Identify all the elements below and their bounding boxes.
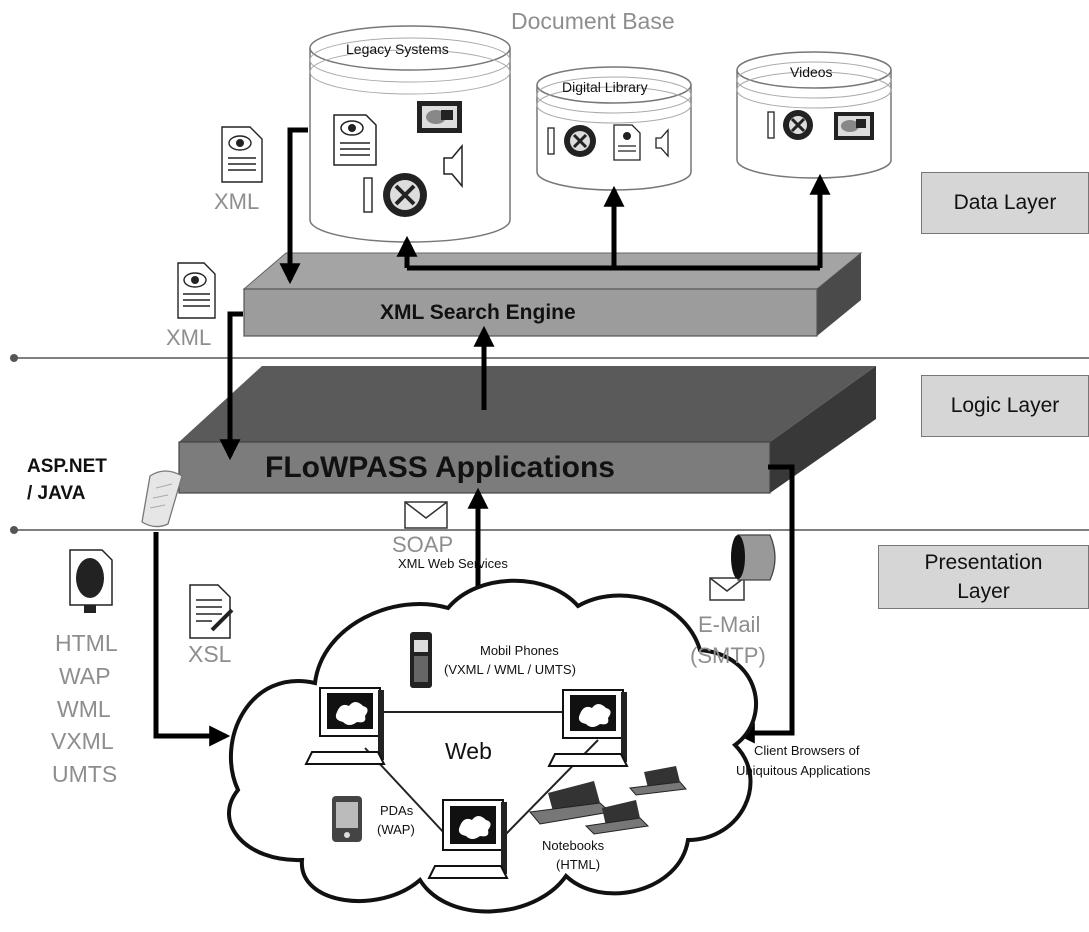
legacy-systems-label: Legacy Systems bbox=[346, 41, 449, 57]
notebooks-label: Notebooks bbox=[542, 838, 605, 853]
scroll-icon bbox=[141, 470, 183, 528]
xml-search-engine-label: XML Search Engine bbox=[380, 301, 576, 324]
xml-label-top: XML bbox=[214, 189, 260, 214]
email-envelope-icon bbox=[709, 577, 745, 601]
flowpass-applications-label: FLoWPASS Applications bbox=[265, 451, 615, 484]
speaker-icon bbox=[655, 128, 669, 158]
layer-separators bbox=[10, 354, 1089, 534]
video-reel-icon bbox=[767, 110, 813, 140]
format-html: HTML bbox=[55, 630, 118, 656]
mobile-phone-icon bbox=[410, 632, 432, 688]
notebook-icon bbox=[584, 800, 650, 835]
image-icon bbox=[834, 112, 874, 140]
pdas-label: PDAs bbox=[380, 803, 414, 818]
computer-icon bbox=[427, 799, 509, 879]
pda-icon bbox=[332, 796, 362, 842]
presentation-layer-box: Presentation Layer bbox=[878, 545, 1089, 609]
video-reel-icon bbox=[363, 173, 427, 217]
xsl-document-icon bbox=[189, 584, 234, 639]
video-reel-icon bbox=[547, 125, 596, 157]
computer-icon bbox=[547, 689, 629, 767]
videos-label: Videos bbox=[790, 64, 833, 80]
videos-database bbox=[736, 51, 892, 179]
speaker-icon bbox=[443, 143, 463, 189]
pipe-icon bbox=[731, 534, 776, 581]
soap-label: SOAP bbox=[392, 532, 454, 557]
xml-document-icon bbox=[177, 262, 216, 319]
digital-library-label: Digital Library bbox=[562, 79, 648, 95]
xml-document-icon bbox=[221, 126, 263, 183]
mobile-phones-label: Mobil Phones bbox=[480, 643, 559, 658]
legacy-systems-database bbox=[309, 25, 511, 243]
client-browsers-label: Client Browsers of bbox=[754, 743, 860, 758]
data-layer-label: Data Layer bbox=[953, 191, 1057, 215]
web-label: Web bbox=[445, 738, 492, 764]
xml-label-bottom: XML bbox=[166, 325, 212, 350]
xml-search-engine-slab bbox=[242, 252, 863, 337]
pdas-protocol: (WAP) bbox=[377, 822, 415, 837]
document-icon bbox=[613, 124, 641, 161]
notebook-icon bbox=[629, 766, 687, 796]
format-wml: WML bbox=[57, 696, 111, 722]
xsl-label: XSL bbox=[188, 641, 232, 667]
html-document-icon bbox=[69, 549, 113, 613]
web-cloud bbox=[227, 578, 758, 914]
format-wap: WAP bbox=[59, 663, 111, 689]
mobile-phones-protocols: (VXML / WML / UMTS) bbox=[444, 662, 576, 677]
client-browsers-label-2: Ubiquitous Applications bbox=[736, 763, 871, 778]
asp-net-label: ASP.NET bbox=[27, 456, 107, 477]
format-vxml: VXML bbox=[51, 728, 114, 754]
smtp-label: (SMTP) bbox=[690, 643, 766, 668]
format-umts: UMTS bbox=[52, 761, 118, 787]
java-label: / JAVA bbox=[27, 483, 86, 504]
document-icon bbox=[333, 114, 377, 166]
image-icon bbox=[417, 101, 462, 133]
notebooks-protocol: (HTML) bbox=[556, 857, 601, 872]
logic-layer-label: Logic Layer bbox=[950, 394, 1060, 418]
data-layer-box: Data Layer bbox=[921, 172, 1089, 234]
document-base-title: Document Base bbox=[511, 8, 675, 34]
soap-envelope-icon bbox=[404, 501, 448, 529]
logic-layer-box: Logic Layer bbox=[921, 375, 1089, 437]
presentation-layer-label: Presentation Layer bbox=[924, 550, 1043, 603]
computer-icon bbox=[304, 687, 386, 765]
xml-web-services-label: XML Web Services bbox=[398, 556, 508, 571]
email-label: E-Mail bbox=[698, 612, 761, 637]
